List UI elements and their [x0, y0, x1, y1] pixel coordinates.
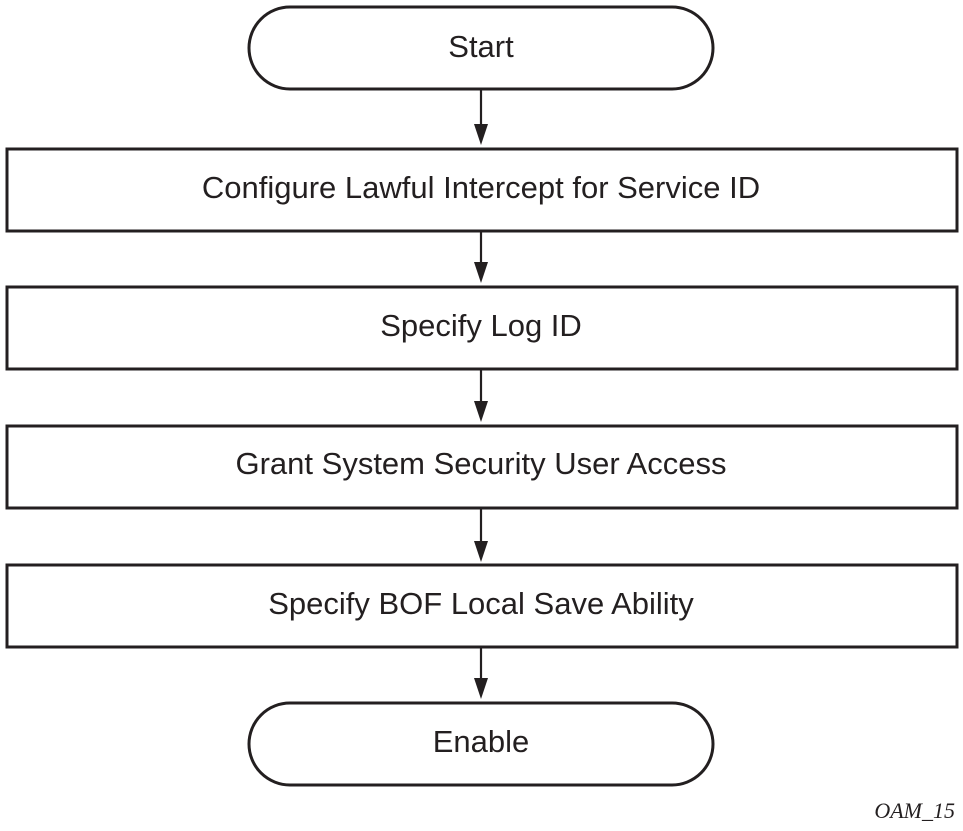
step-1-label: Configure Lawful Intercept for Service I… [202, 170, 760, 205]
start-label: Start [448, 29, 514, 64]
end-terminator: Enable [247, 701, 715, 787]
process-step-specify-log-id: Specify Log ID [5, 285, 959, 371]
end-label: Enable [433, 724, 530, 759]
figure-id-label: OAM_15 [874, 798, 955, 823]
step-2-label: Specify Log ID [380, 308, 582, 343]
step-4-label: Specify BOF Local Save Ability [268, 586, 694, 621]
start-terminator: Start [247, 5, 715, 91]
arrow-step-3-to-step-4 [474, 508, 488, 562]
arrow-step-1-to-step-2 [474, 231, 488, 283]
process-step-grant-system-security-user-access: Grant System Security User Access [5, 424, 959, 510]
arrow-step-2-to-step-3 [474, 369, 488, 422]
step-3-label: Grant System Security User Access [236, 446, 727, 481]
arrow-step-4-to-end [474, 647, 488, 699]
arrow-start-to-step-1 [474, 89, 488, 145]
process-step-configure-lawful-intercept: Configure Lawful Intercept for Service I… [5, 147, 959, 233]
process-step-specify-bof-local-save-ability: Specify BOF Local Save Ability [5, 563, 959, 649]
